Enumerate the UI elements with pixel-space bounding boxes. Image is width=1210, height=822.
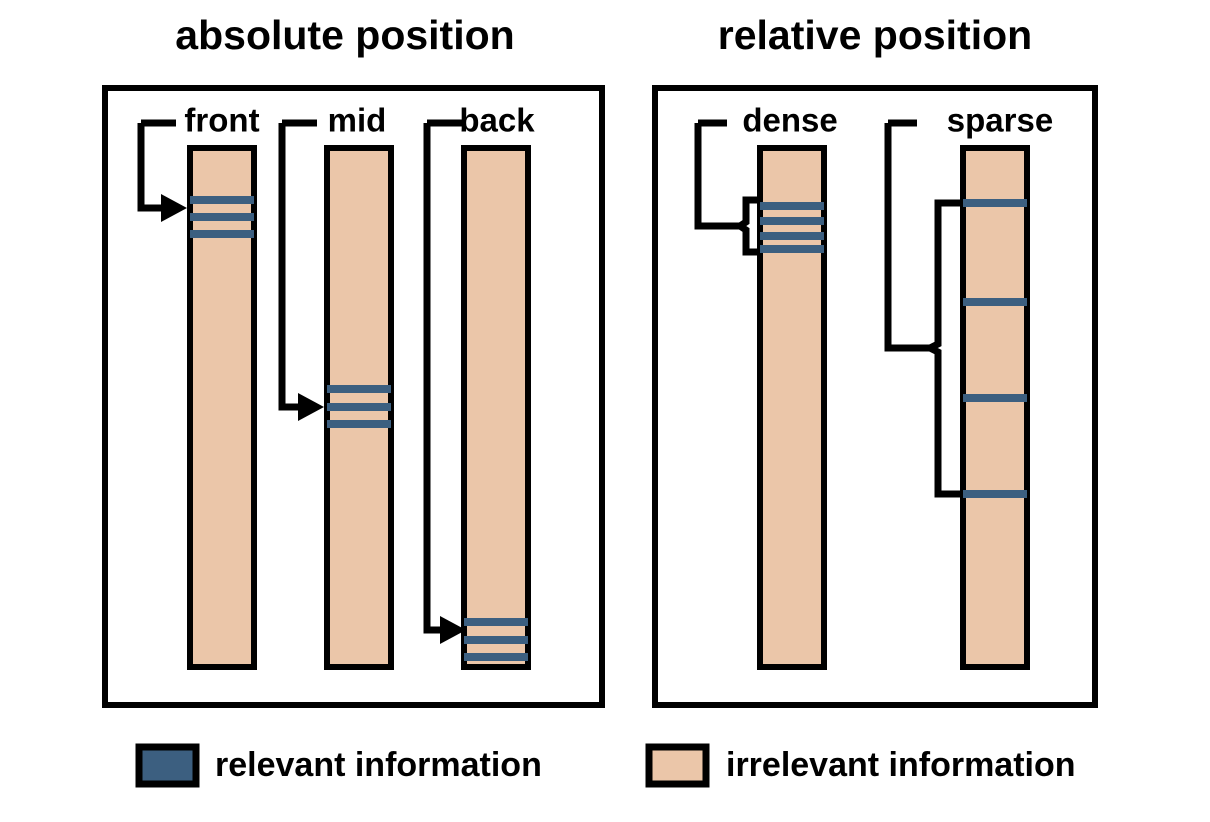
brace-dense bbox=[733, 196, 757, 256]
bar-label-mid: mid bbox=[328, 102, 387, 139]
panel-frame-relative bbox=[652, 85, 1098, 708]
connector-line-dense bbox=[694, 119, 742, 230]
bar-group-front: front bbox=[137, 102, 260, 670]
bar-group-mid: mid bbox=[278, 102, 394, 670]
legend-item-irrelevant: irrelevant information bbox=[645, 743, 1076, 788]
legend-label-irrelevant: irrelevant information bbox=[726, 746, 1076, 784]
panel-frame-absolute bbox=[102, 85, 605, 708]
legend-item-relevant: relevant information bbox=[135, 743, 542, 788]
panel-title-absolute: absolute position bbox=[175, 12, 514, 58]
brace-sparse bbox=[922, 199, 960, 498]
arrowhead-front bbox=[161, 194, 187, 222]
bar-sparse-irrelevant bbox=[960, 145, 1030, 670]
connector-arrow-mid bbox=[278, 119, 317, 411]
connector-arrow-back bbox=[423, 119, 462, 634]
arrowhead-mid bbox=[298, 393, 324, 421]
legend: relevant information irrelevant informat… bbox=[135, 743, 1076, 788]
legend-swatch-relevant bbox=[135, 743, 200, 788]
panel-title-relative: relative position bbox=[718, 12, 1032, 58]
bar-label-dense: dense bbox=[742, 102, 837, 139]
bar-dense-irrelevant bbox=[757, 145, 827, 670]
legend-label-relevant: relevant information bbox=[215, 746, 542, 784]
connector-line-sparse bbox=[884, 119, 932, 352]
bar-label-back: back bbox=[459, 102, 535, 139]
bar-front-irrelevant bbox=[187, 145, 257, 670]
bar-group-dense: dense bbox=[694, 102, 838, 670]
arrowhead-back bbox=[440, 616, 466, 644]
panel-absolute-position: absolute position front mid bbox=[102, 12, 605, 708]
legend-swatch-irrelevant bbox=[645, 743, 710, 788]
bar-label-sparse: sparse bbox=[947, 102, 1053, 139]
bar-group-back: back bbox=[423, 102, 535, 670]
panel-relative-position: relative position dense sparse bbox=[652, 12, 1098, 708]
connector-arrow-front bbox=[137, 119, 176, 212]
bar-back-irrelevant bbox=[461, 145, 531, 670]
bar-label-front: front bbox=[184, 102, 259, 139]
bar-group-sparse: sparse bbox=[884, 102, 1053, 670]
